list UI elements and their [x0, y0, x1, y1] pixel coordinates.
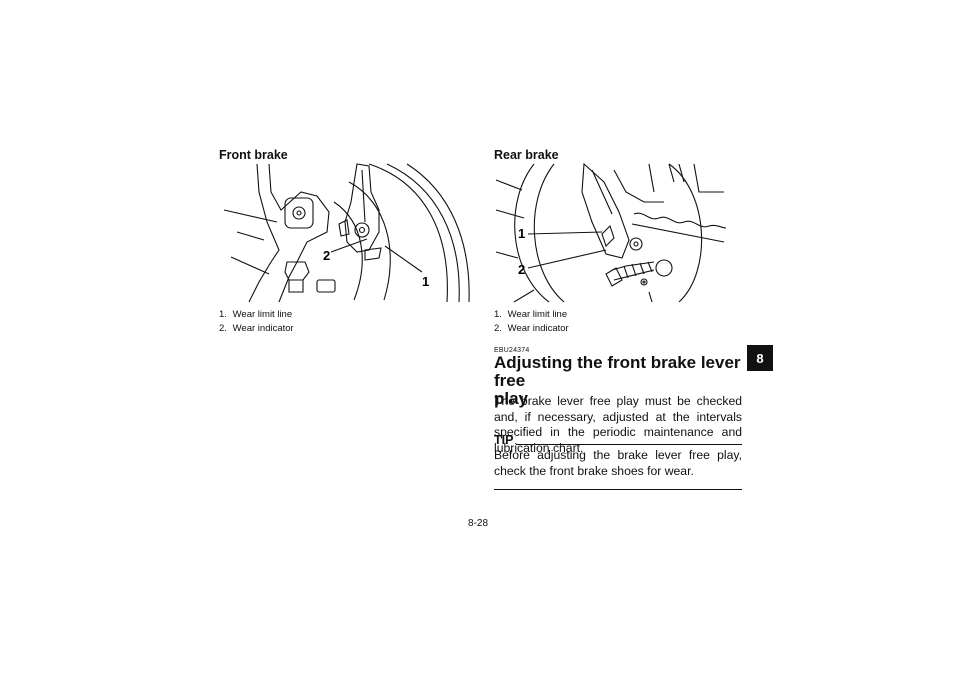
tip-rule-top — [516, 444, 742, 445]
caption-item: 2. Wear indicator — [219, 323, 294, 334]
rear-brake-figure-title: Rear brake — [494, 148, 559, 162]
front-brake-illustration: 2 1 — [223, 163, 470, 303]
section-code: EBU24374 — [494, 347, 530, 354]
rear-callout-1: 1 — [518, 226, 525, 241]
front-brake-captions: 1. Wear limit line 2. Wear indicator — [219, 308, 294, 336]
section-heading-line-1: Adjusting the front brake lever free — [494, 353, 741, 390]
rear-brake-illustration: 1 2 — [495, 162, 727, 303]
section-heading: Adjusting the front brake lever free pla… — [494, 354, 744, 408]
tip-text: Before adjusting the brake lever free pl… — [494, 448, 742, 478]
rear-brake-captions: 1. Wear limit line 2. Wear indicator — [494, 308, 569, 336]
rear-callout-2: 2 — [518, 262, 525, 277]
section-heading-line-2: play — [494, 389, 529, 408]
chapter-tab: 8 — [747, 345, 773, 371]
tip-rule-bottom — [494, 489, 742, 490]
front-brake-figure-title: Front brake — [219, 148, 288, 162]
front-callout-2: 2 — [323, 248, 330, 263]
caption-item: 1. Wear limit line — [494, 309, 568, 320]
caption-item: 1. Wear limit line — [219, 309, 293, 320]
front-callout-1: 1 — [422, 274, 429, 289]
tip-header: TIP — [494, 433, 742, 447]
tip-box: TIP Before adjusting the brake lever fre… — [494, 433, 742, 490]
caption-item: 2. Wear indicator — [494, 323, 569, 334]
page-number: 8-28 — [468, 518, 489, 529]
tip-label: TIP — [494, 433, 514, 447]
